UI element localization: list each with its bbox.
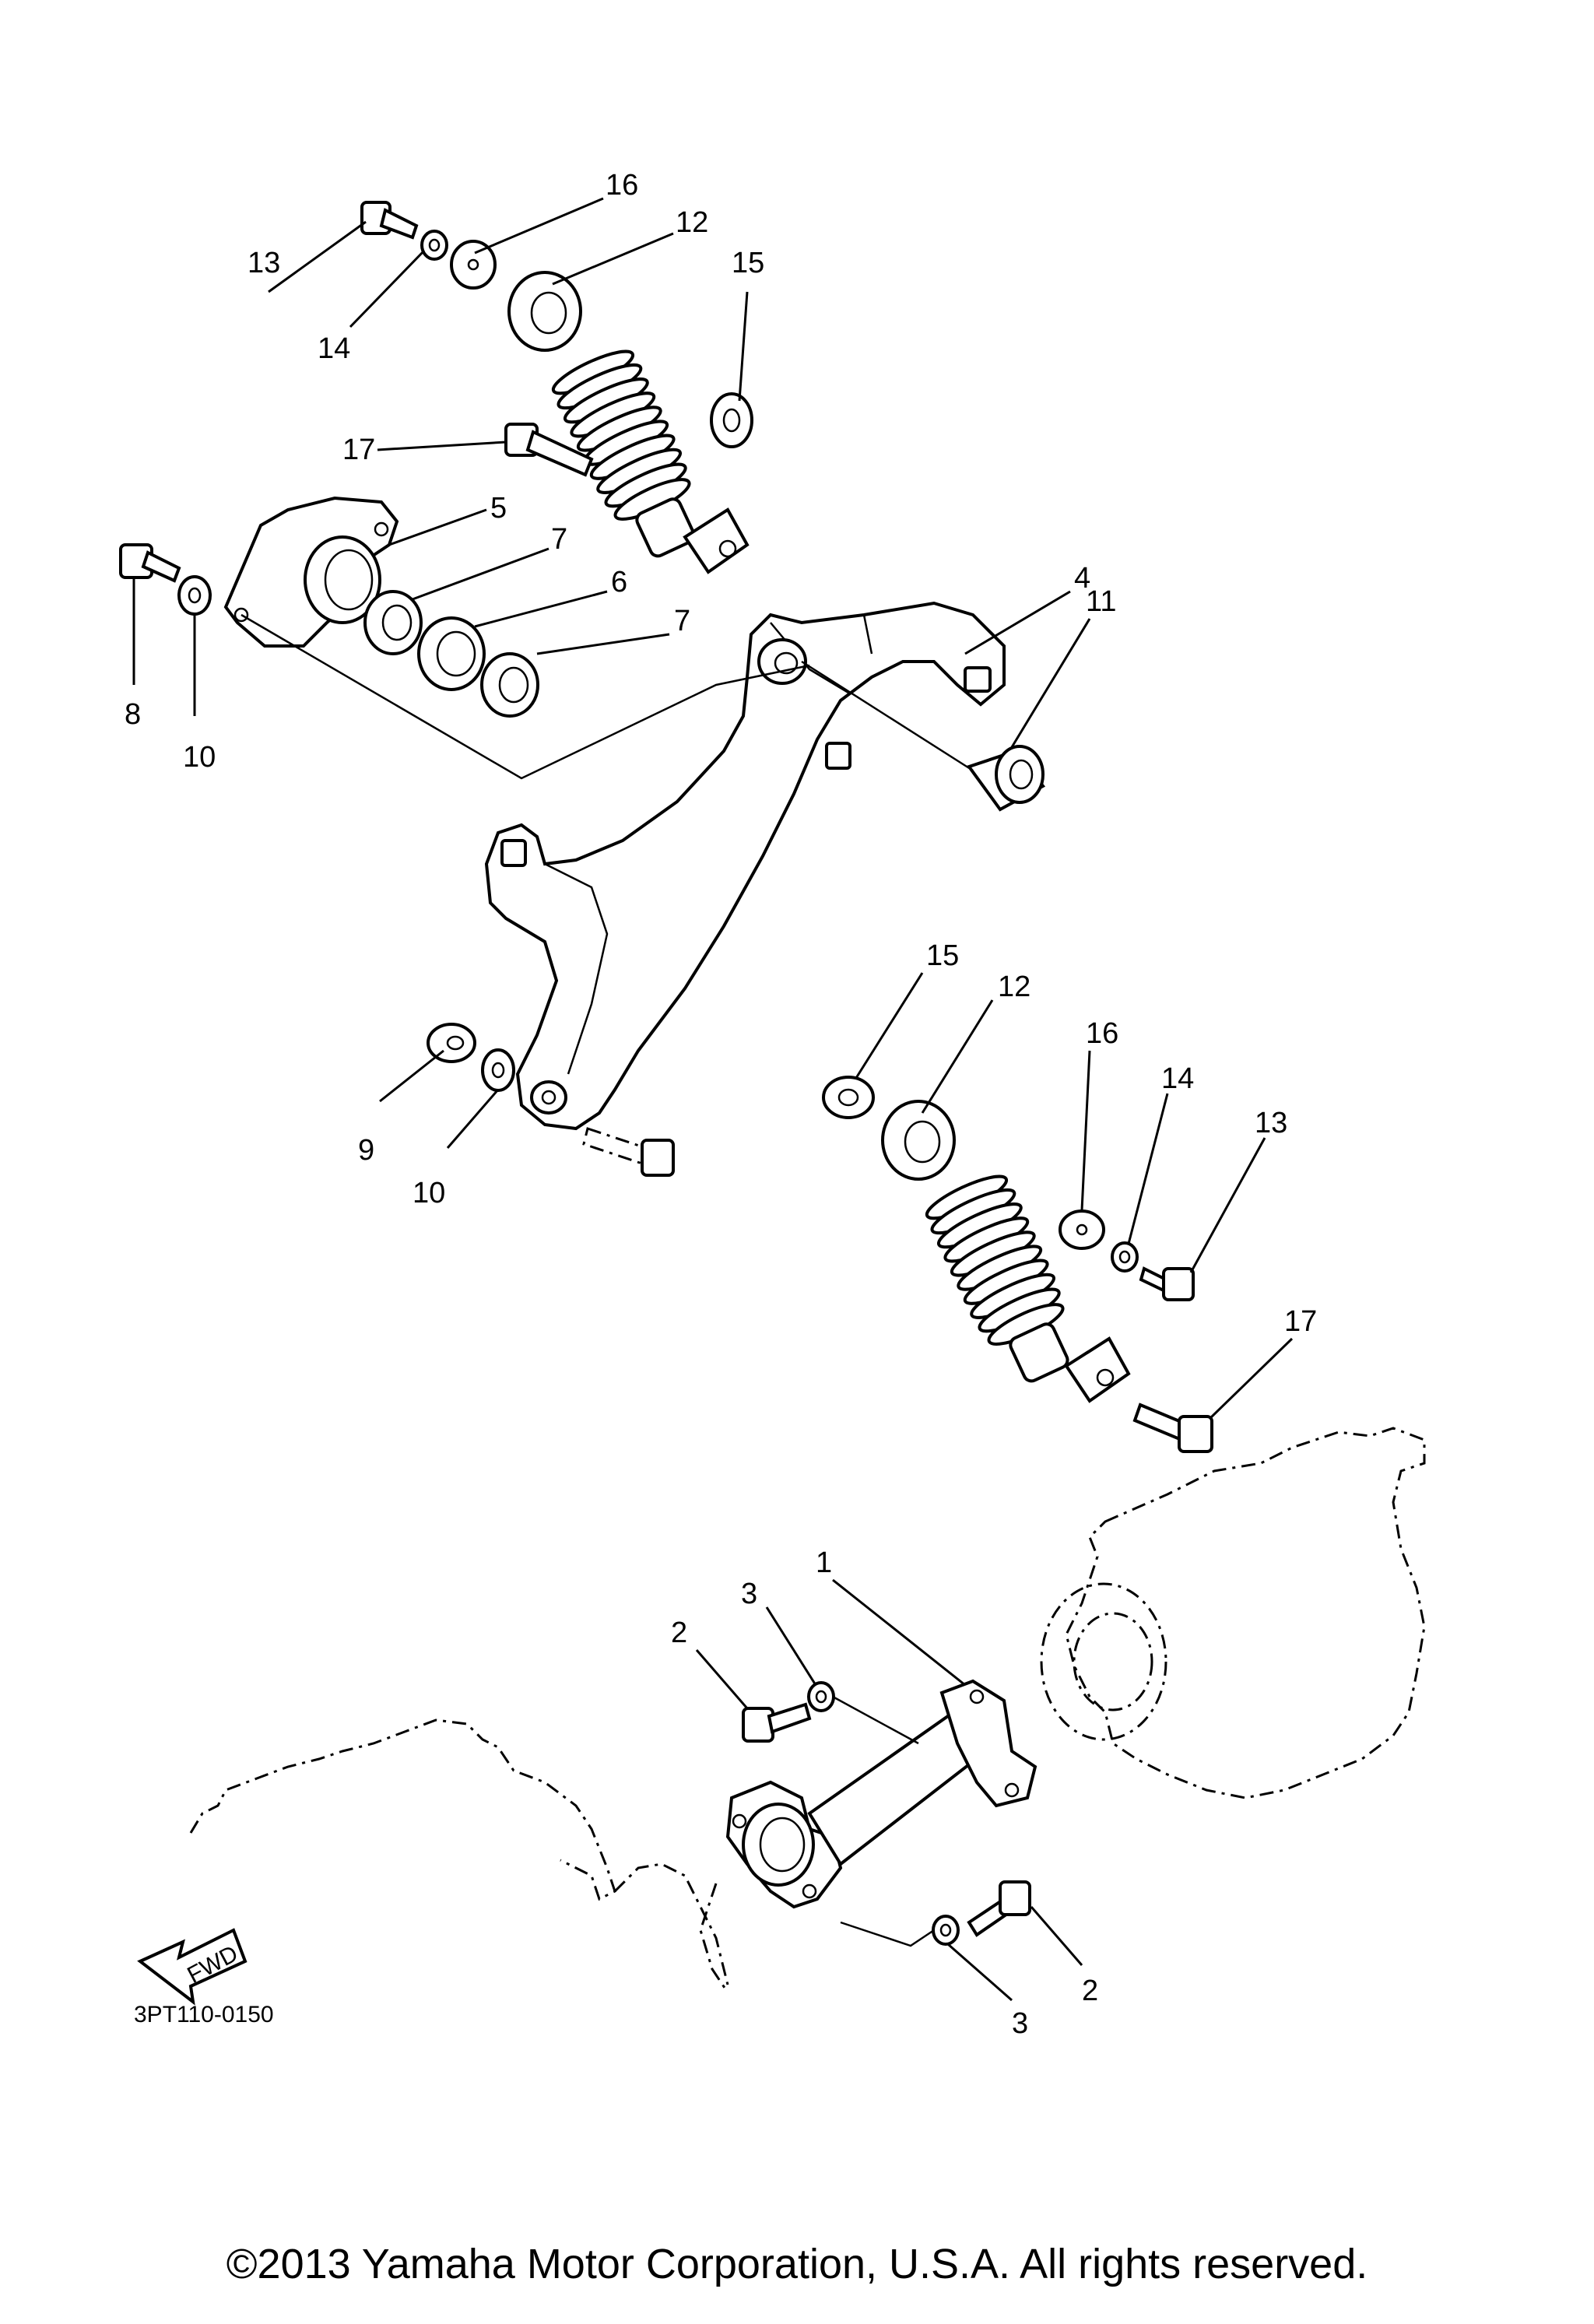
callout-13-lower: 13 <box>1255 1107 1287 1139</box>
callout-2-upper: 2 <box>671 1617 687 1649</box>
assembly-lines <box>241 613 974 1947</box>
engine-bracket <box>725 1679 1038 1909</box>
rear-shock-absorber-lower <box>881 1100 1131 1403</box>
callout-2-lower: 2 <box>1082 1975 1098 2007</box>
washer-15-upper <box>710 392 753 448</box>
oil-seal-right <box>480 652 539 718</box>
bolt-13-upper <box>360 201 419 240</box>
washer-3-upper <box>807 1681 835 1712</box>
callout-7-lower: 7 <box>674 605 690 637</box>
callout-12-lower: 12 <box>998 971 1030 1003</box>
washer-10-lower <box>481 1048 515 1092</box>
callout-14: 14 <box>318 332 350 365</box>
copyright-notice: ©2013 Yamaha Motor Corporation, U.S.A. A… <box>226 2241 1368 2287</box>
callout-6: 6 <box>611 566 627 599</box>
oil-seal-left <box>363 590 423 655</box>
bolt-17-lower <box>1132 1402 1213 1453</box>
callout-16: 16 <box>606 169 638 202</box>
leader-lines <box>132 197 1294 2002</box>
engine-case-outline <box>1040 1427 1426 1799</box>
callout-16-lower: 16 <box>1086 1017 1118 1050</box>
callout-15: 15 <box>732 247 764 279</box>
callout-8: 8 <box>125 698 141 731</box>
callout-5: 5 <box>490 492 507 525</box>
washer-16-upper <box>450 240 497 290</box>
callout-7-upper: 7 <box>551 523 567 556</box>
callout-15-lower: 15 <box>926 939 959 972</box>
spring-washer-14-lower <box>1111 1241 1139 1273</box>
callout-3-upper: 3 <box>741 1578 757 1610</box>
bolt-8 <box>119 543 181 583</box>
spring-washer-14-upper <box>420 230 448 261</box>
callout-3-lower: 3 <box>1012 2007 1028 2040</box>
callout-17-lower: 17 <box>1284 1305 1317 1338</box>
callout-9: 9 <box>358 1134 374 1167</box>
bolt-17-upper <box>504 423 594 477</box>
washer-15-lower <box>822 1076 875 1119</box>
frame-outline <box>189 1718 729 1993</box>
callout-4: 4 <box>1074 562 1090 595</box>
nut-9 <box>427 1023 476 1063</box>
swing-arm-bolt <box>582 1127 675 1177</box>
callout-10-lower: 10 <box>413 1177 445 1209</box>
callout-10-upper: 10 <box>183 741 216 774</box>
callout-11: 11 <box>1086 585 1116 618</box>
callout-1: 1 <box>816 1546 832 1579</box>
callout-labels: 13 14 16 12 15 17 5 7 6 7 4 11 8 10 9 10… <box>125 169 1317 2040</box>
bolt-13-lower <box>1139 1266 1195 1301</box>
bolt-2-lower <box>967 1880 1031 1937</box>
callout-14-lower: 14 <box>1161 1062 1194 1095</box>
rear-shock-absorber-upper <box>507 271 750 574</box>
swing-arm <box>484 601 1006 1131</box>
callout-12: 12 <box>676 206 708 239</box>
callout-17: 17 <box>342 434 375 466</box>
forward-arrow-icon: FWD <box>137 1928 248 2006</box>
washer-3-lower <box>932 1915 960 1946</box>
washer-10-upper <box>177 575 212 616</box>
bracket-plate <box>223 496 399 648</box>
collar <box>966 745 1046 812</box>
diagram-code: 3PT110-0150 <box>134 2002 274 2027</box>
bearing <box>417 616 486 691</box>
callout-13: 13 <box>248 247 280 279</box>
washer-16-lower <box>1059 1209 1105 1250</box>
bolt-2-upper <box>742 1702 812 1743</box>
